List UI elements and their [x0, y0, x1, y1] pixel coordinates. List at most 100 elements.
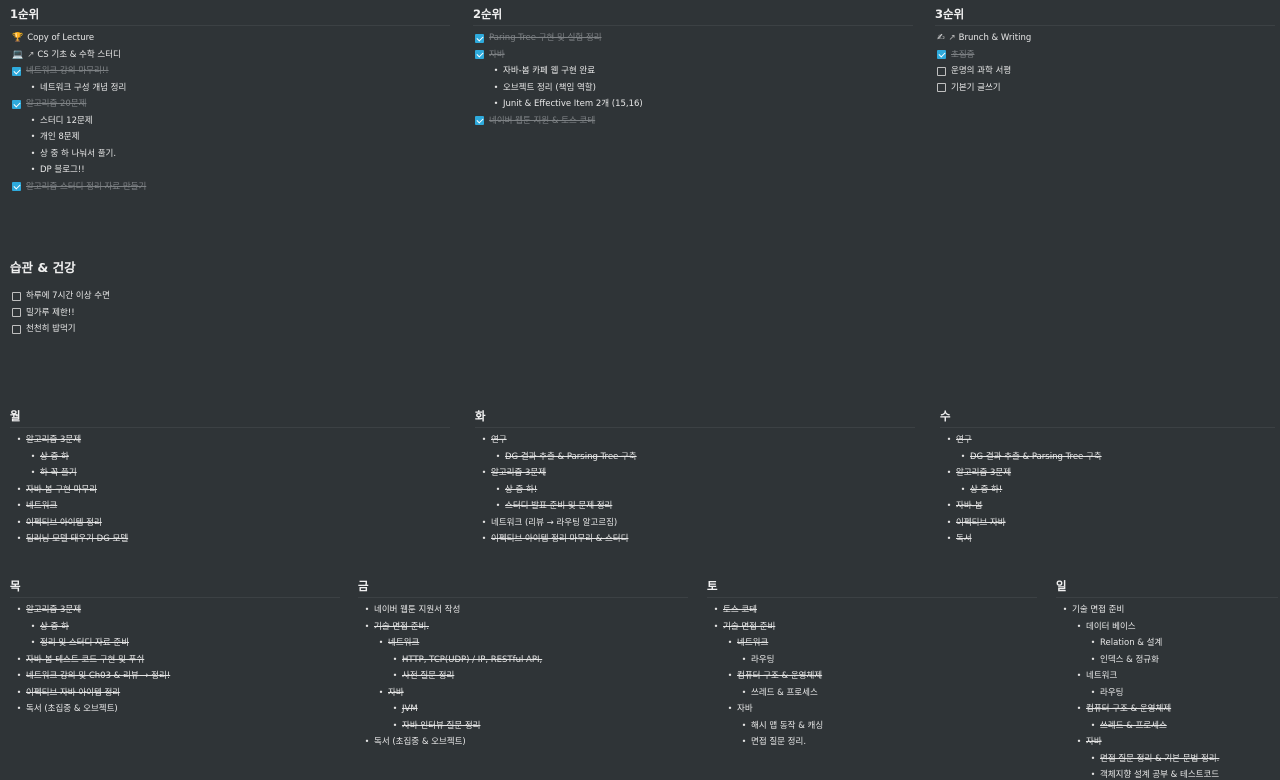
bullet-label: 자바 [1086, 737, 1102, 747]
bullet-item: •이펙티브 자바 아이템 정리 [10, 685, 340, 702]
todo-item: 운명의 과학 서평 [935, 63, 1275, 80]
bullet-label: 상 중 하 [40, 451, 69, 462]
bullet-icon: • [495, 501, 501, 510]
bullet-icon: • [1090, 687, 1096, 697]
checked-checkbox[interactable] [475, 33, 484, 43]
bullet-icon: • [481, 468, 487, 477]
bullet-item: •객체지향 설계 공부 & 테스트코드 [1056, 767, 1278, 780]
bullet-icon: • [713, 621, 719, 631]
day-column-sun: 일 •기술 면접 준비•데이터 베이스•Relation & 설계•인덱스 & … [1056, 576, 1278, 780]
page-link[interactable]: 🏆Copy of Lecture [10, 30, 450, 47]
day-list: •토스 코테•기술 면접 준비•네트워크•라우팅•컴퓨터 구조 & 운영체제•쓰… [707, 602, 1037, 751]
checked-checkbox[interactable] [475, 116, 484, 126]
page-link[interactable]: 💻↗CS 기초 & 수학 스터디 [10, 47, 450, 64]
unchecked-checkbox[interactable] [937, 66, 946, 76]
bullet-label: 네트워크 [1086, 671, 1118, 681]
todo-item: 천천히 밥먹기 [10, 321, 1270, 338]
unchecked-checkbox[interactable] [937, 83, 946, 93]
bullet-label: 개인 8문제 [40, 132, 80, 142]
bullet-label: 알고리즘 3문제 [26, 605, 82, 615]
bullet-item: • 스터디 발표 준비 및 문제 정리 [475, 498, 915, 515]
bullet-icon: • [1090, 753, 1096, 763]
bullet-item: •자바-봄 테스트 코드 구현 및 푸쉬 [10, 652, 340, 669]
day-column-mon: 월 •알고리즘 3문제•상 중 하•하 꼭 풀기•자바-봄 구현 마무리•네트워… [10, 406, 450, 548]
bullet-icon: • [713, 605, 719, 614]
habits-heading: 습관 & 건강 [10, 260, 76, 275]
bullet-label: DP 블로그!! [40, 165, 85, 175]
unchecked-checkbox[interactable] [12, 308, 21, 318]
bullet-item: •자바 인터뷰 질문 정리 [358, 718, 688, 735]
bullet-label: 네트워크 (리뷰 → 라우팅 알고르짐) [491, 517, 618, 528]
bullet-icon: • [1062, 605, 1068, 614]
bullet-item: •알고리즘 3문제 [10, 432, 450, 449]
bullet-icon: • [364, 621, 370, 631]
todo-item: 알고리즘 스터디 정리 자료 만들기 [10, 179, 450, 196]
bullet-icon: • [946, 435, 952, 444]
bullet-icon: • [378, 638, 384, 647]
day-heading: 화 [475, 406, 915, 428]
bullet-label: 사전 질문 정리 [402, 671, 455, 681]
bullet-item: •데이터 베이스 [1056, 619, 1278, 636]
bullet-icon: • [16, 671, 22, 680]
page-link[interactable]: ✍↗Brunch & Writing [935, 30, 1275, 47]
bullet-icon: • [960, 484, 966, 494]
bullet-label: DG 결과 추출 & Parsing Tree 구축 [505, 451, 637, 462]
bullet-item: •독서 (초집중 & 오브젝트) [358, 734, 688, 751]
todo-item: 네트워크 강의 마무리!! [10, 63, 450, 80]
bullet-label: 라우팅 [1100, 687, 1124, 698]
checked-checkbox[interactable] [937, 50, 946, 60]
bullet-item: •자바-봄 구현 마무리 [10, 482, 450, 499]
day-heading: 일 [1056, 576, 1278, 598]
checked-checkbox[interactable] [12, 66, 21, 76]
checked-checkbox[interactable] [475, 50, 484, 60]
todo-item: 하루에 7시간 이상 수면 [10, 288, 1270, 305]
bullet-item: •쓰레드 & 프로세스 [1056, 718, 1278, 735]
bullet-label: 자바-봄 카페 웹 구현 완료 [503, 66, 596, 76]
bullet-icon: • [30, 165, 36, 174]
bullet-item: •면접 질문 정리. [707, 734, 1037, 751]
checked-checkbox[interactable] [12, 182, 21, 192]
bullet-item: •알고리즘 3문제 [10, 602, 340, 619]
bullet-label: HTTP, TCP(UDP) / IP, RESTful API, [402, 654, 543, 665]
bullet-label: 인덱스 & 정규화 [1100, 654, 1159, 665]
bullet-label: 스터디 발표 준비 및 문제 정리 [505, 501, 613, 511]
bullet-item: •자바-봄 [940, 498, 1275, 515]
unchecked-checkbox[interactable] [12, 291, 21, 301]
bullet-label: 면접 질문 정리. [751, 737, 807, 747]
bullet-item: •면접 질문 정리 & 기본 문법 정리. [1056, 751, 1278, 768]
page-link-label: Copy of Lecture [27, 33, 95, 43]
bullet-icon: • [392, 704, 398, 713]
bullet-label: 하 꼭 풀기 [40, 468, 77, 478]
bullet-icon: • [392, 654, 398, 664]
bullet-icon: • [1090, 720, 1096, 730]
checked-checkbox[interactable] [12, 99, 21, 109]
bullet-label: 정리 및 스터디 자료 준비 [40, 638, 130, 648]
bullet-item: •개인 8문제 [10, 129, 450, 146]
bullet-item: •알고리즘 3문제 [940, 465, 1275, 482]
bullet-label: 상 중 하 나눠서 풀기. [40, 148, 117, 159]
bullet-label: 네트워크 [737, 638, 769, 648]
bullet-item: • 상 중 하 나눠서 풀기. [10, 146, 450, 163]
priority-heading: 2순위 [473, 4, 913, 26]
bullet-item: •스터디 12문제 [10, 113, 450, 130]
bullet-label: 쓰레드 & 프로세스 [751, 687, 818, 698]
bullet-label: 컴퓨터 구조 & 운영체제 [1086, 704, 1172, 714]
day-list: •연구•DG 결과 추출 & Parsing Tree 구축•알고리즘 3문제•… [475, 432, 915, 548]
bullet-icon: • [16, 534, 22, 543]
day-column-sat: 토 •토스 코테•기술 면접 준비•네트워크•라우팅•컴퓨터 구조 & 운영체제… [707, 576, 1037, 751]
bullet-label: 자바 [388, 687, 404, 698]
day-list: •알고리즘 3문제•상 중 하•정리 및 스터디 자료 준비•자바-봄 테스트 … [10, 602, 340, 718]
bullet-item: •DG 결과 추출 & Parsing Tree 구축 [475, 449, 915, 466]
unchecked-checkbox[interactable] [12, 324, 21, 334]
bullet-icon: • [378, 687, 384, 697]
todo-item: 초집중 [935, 47, 1275, 64]
bullet-label: 이펙티브 자바 아이템 정리 [26, 687, 121, 698]
bullet-label: 네트워크 [26, 501, 58, 511]
bullet-icon: • [1090, 770, 1096, 779]
bullet-icon: • [30, 148, 36, 158]
bullet-icon: • [1076, 737, 1082, 746]
